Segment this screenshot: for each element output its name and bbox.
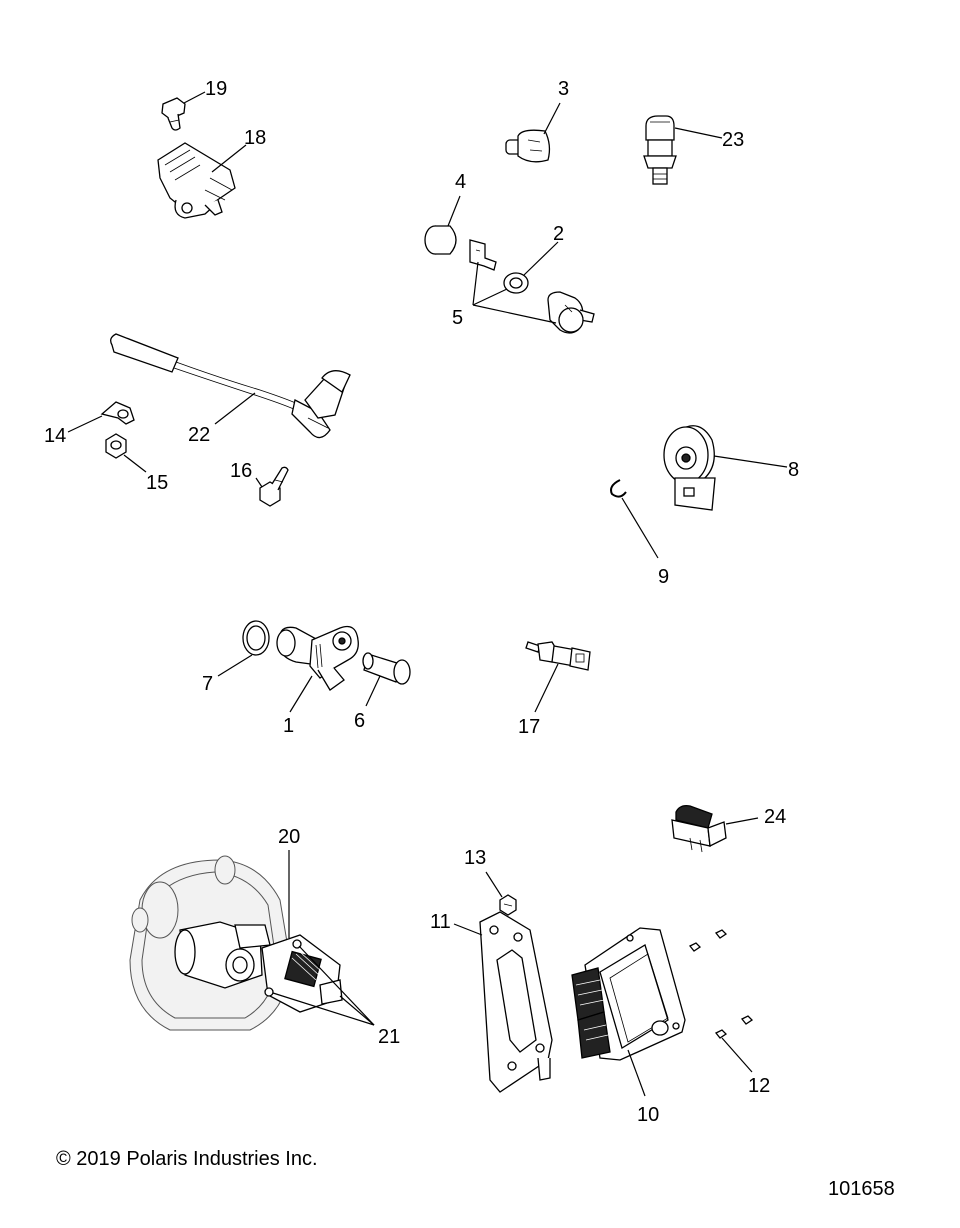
part-8-knock-sensor — [663, 425, 716, 511]
part-22-cable-sensor — [110, 333, 351, 439]
figure-number: 101658 — [828, 1178, 895, 1200]
leader-10 — [627, 1049, 646, 1097]
callout-10: 10 — [637, 1104, 659, 1126]
part-14-clip — [100, 401, 135, 425]
part-19-bolt — [161, 97, 186, 131]
leader-11 — [453, 923, 483, 936]
leader-21c — [339, 995, 375, 1026]
leader-15 — [123, 454, 147, 473]
callout-6: 6 — [354, 710, 365, 732]
leader-2 — [523, 241, 559, 276]
leader-1 — [289, 675, 313, 713]
leader-3 — [543, 102, 561, 135]
callout-14: 14 — [44, 425, 66, 447]
part-13-screw — [499, 894, 517, 916]
leader-7 — [217, 654, 253, 677]
leader-5c — [472, 304, 557, 324]
part-4-cap — [424, 225, 457, 255]
part-10-ecu — [571, 927, 686, 1061]
part-11-bracket — [479, 911, 553, 1093]
part-6-bushing — [362, 652, 411, 685]
part-9-clip — [610, 479, 627, 498]
callout-7: 7 — [202, 673, 213, 695]
leader-23 — [674, 127, 723, 139]
part-16-bolt — [259, 466, 289, 507]
callout-18: 18 — [244, 127, 266, 149]
callout-1: 1 — [283, 715, 294, 737]
callout-12: 12 — [748, 1075, 770, 1097]
callout-16: 16 — [230, 460, 252, 482]
part-5-clip — [469, 239, 497, 271]
leader-17 — [534, 663, 559, 713]
leader-6 — [365, 675, 381, 707]
part-24-relay — [671, 804, 727, 853]
leader-22 — [214, 392, 256, 425]
callout-24: 24 — [764, 806, 786, 828]
copyright-notice: © 2019 Polaris Industries Inc. — [56, 1148, 318, 1170]
leader-4 — [447, 195, 461, 227]
leader-14 — [67, 415, 103, 433]
callout-15: 15 — [146, 472, 168, 494]
leader-18 — [211, 144, 247, 173]
leader-16 — [255, 477, 263, 488]
callout-19: 19 — [205, 78, 227, 100]
part-5-sensor — [547, 291, 595, 334]
part-1-sensor — [276, 625, 359, 691]
leader-8 — [713, 455, 788, 468]
leader-21a — [298, 945, 375, 1026]
part-7-o-ring — [242, 620, 270, 656]
callout-17: 17 — [518, 716, 540, 738]
callout-5: 5 — [452, 307, 463, 329]
part-12-screws — [688, 929, 754, 1039]
callout-2: 2 — [553, 223, 564, 245]
leader-5a — [472, 261, 479, 306]
callout-8: 8 — [788, 459, 799, 481]
callout-3: 3 — [558, 78, 569, 100]
part-23-pressure-switch — [643, 115, 677, 185]
callout-11: 11 — [430, 911, 451, 933]
leader-12 — [721, 1037, 753, 1073]
callout-22: 22 — [188, 424, 210, 446]
part-2-washer — [503, 272, 529, 294]
callout-9: 9 — [658, 566, 669, 588]
callout-13: 13 — [464, 847, 486, 869]
leader-24 — [725, 817, 759, 825]
part-17-temp-sensor — [525, 641, 591, 671]
part-3-cap — [505, 129, 551, 163]
callout-4: 4 — [455, 171, 466, 193]
part-18-map-sensor — [157, 142, 236, 219]
callout-23: 23 — [722, 129, 744, 151]
leader-9 — [621, 497, 659, 559]
leader-5b — [472, 288, 508, 306]
callout-20: 20 — [278, 826, 300, 848]
part-throttle-body — [129, 855, 343, 1031]
leader-19 — [183, 91, 206, 104]
part-15-nut — [105, 433, 127, 459]
leader-21b — [272, 992, 375, 1026]
leader-13 — [485, 871, 503, 898]
callout-21: 21 — [378, 1026, 400, 1048]
